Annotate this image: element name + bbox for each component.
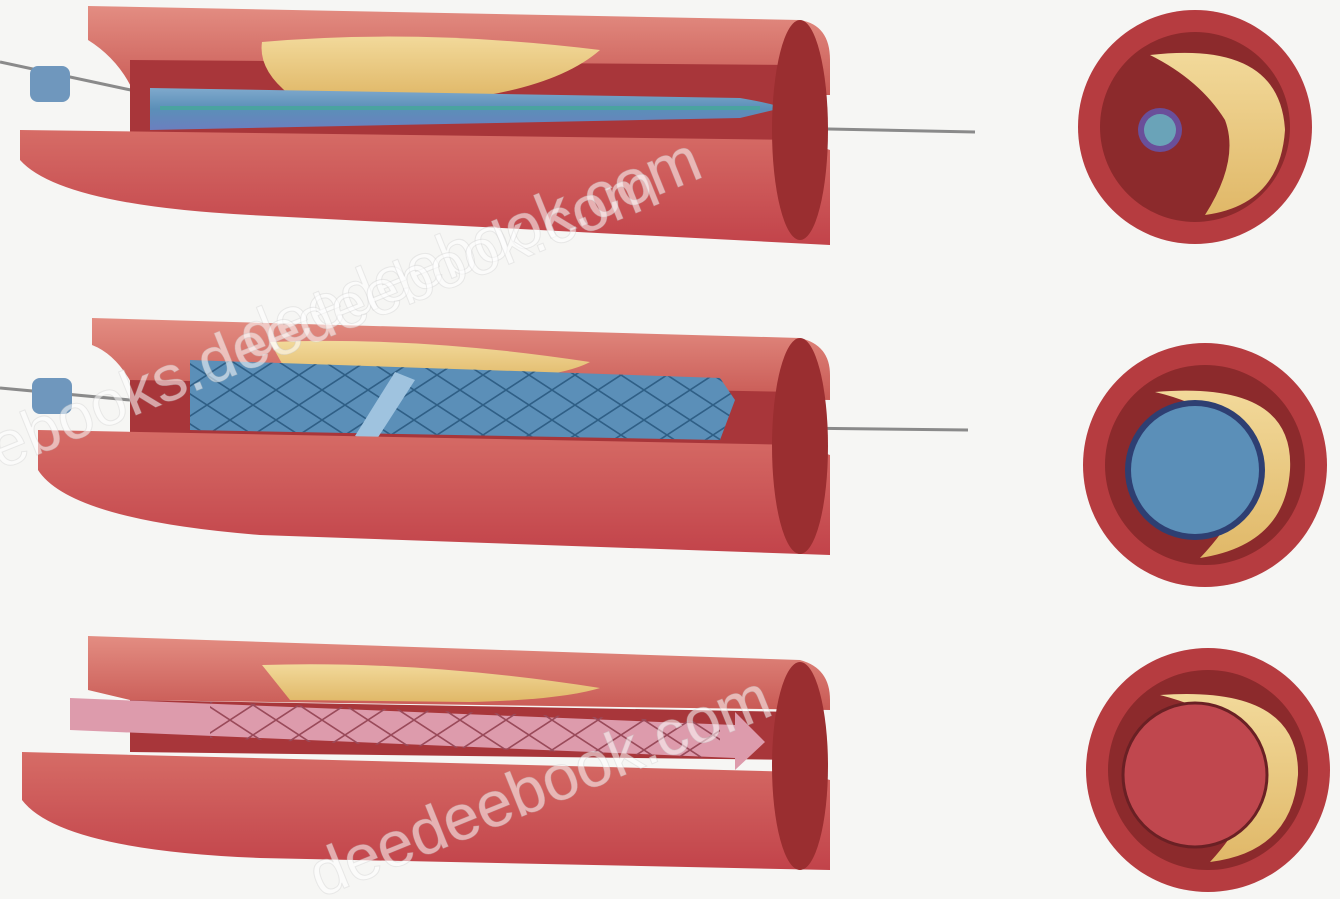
vessel-cut-end	[772, 338, 828, 554]
cross-section-result	[1086, 648, 1330, 892]
cross-section-stent	[1083, 343, 1327, 587]
catheter-hub	[30, 66, 70, 102]
artery-wall-bottom	[38, 430, 830, 555]
cross-section-balloon	[1078, 10, 1312, 244]
vessel-cut-end	[772, 662, 828, 870]
vessel-cut-end	[772, 20, 828, 240]
